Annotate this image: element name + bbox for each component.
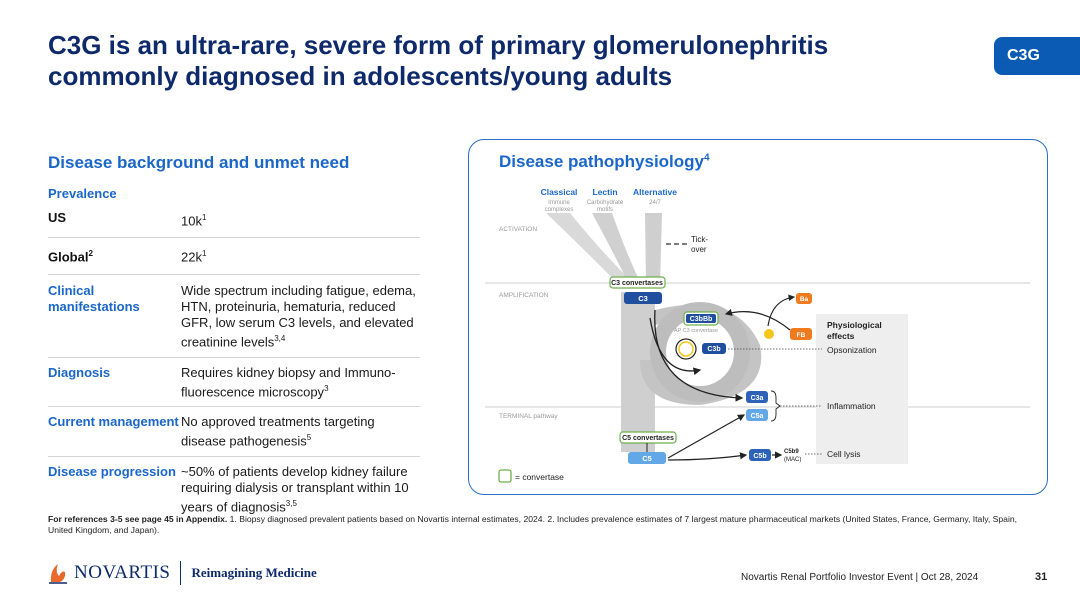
opsonization-label: Opsonization xyxy=(827,345,877,355)
inflammation-label: Inflammation xyxy=(827,401,876,411)
effects-title-2: effects xyxy=(827,331,855,341)
legend-convertase-swatch xyxy=(498,469,512,483)
global-value: 22k1 xyxy=(181,249,207,265)
footnote-text: 1. Biopsy diagnosed prevalent patients b… xyxy=(48,514,1018,535)
clinical-label: Clinical manifestations xyxy=(48,282,140,314)
footnote: For references 3-5 see page 45 in Append… xyxy=(48,514,1038,536)
c3-convertase-box xyxy=(609,276,666,289)
logo-separator xyxy=(180,561,182,585)
management-value: No approved treatments targeting disease… xyxy=(181,414,375,449)
novartis-flame-icon xyxy=(49,564,67,584)
classical-flow xyxy=(546,213,632,288)
pathway-classical: Classical xyxy=(541,187,578,197)
c5-to-c5b-arrow xyxy=(667,452,748,461)
table-row: US 10k1 xyxy=(48,207,420,239)
footnote-reference-note: For references 3-5 see page 45 in Append… xyxy=(48,514,228,524)
legend-convertase-label: = convertase xyxy=(515,472,564,482)
tickover-label-2: over xyxy=(691,245,707,254)
global-label: Global2 xyxy=(48,249,93,265)
effects-column xyxy=(816,314,908,464)
tickover-label-1: Tick- xyxy=(691,235,708,244)
c5-convertase-box xyxy=(619,431,677,444)
table-row: Global2 22k1 xyxy=(48,238,420,275)
c3b-to-c3a-arrow xyxy=(654,309,744,402)
diagnosis-label: Diagnosis xyxy=(48,364,111,380)
c5-convertases-label: C5 convertases xyxy=(622,435,674,442)
c3bbb-badge xyxy=(686,314,716,323)
c3-convertases-label: C3 convertases xyxy=(611,280,663,287)
table-row: Current management No approved treatment… xyxy=(48,407,420,457)
logo-brand: NOVARTIS xyxy=(74,562,171,583)
diagnosis-value: Requires kidney biopsy and Immuno-fluore… xyxy=(181,364,396,400)
pathway-lectin-sub1: Carbohydrate xyxy=(587,200,624,206)
alternative-flow xyxy=(645,213,662,285)
us-value: 10k1 xyxy=(181,213,207,229)
progression-value: ~50% of patients develop kidney failure … xyxy=(181,463,409,514)
fb-to-c3bbb-arrow xyxy=(724,308,791,331)
pathway-lectin-sub2: motifs xyxy=(597,207,613,213)
pathway-classical-sub1: Immune xyxy=(548,200,570,206)
prevalence-label: Prevalence xyxy=(48,186,117,201)
c3-badge xyxy=(624,292,662,304)
c3bbb-label: C3bBb xyxy=(690,316,713,323)
c3-label: C3 xyxy=(638,294,648,303)
page-number: 31 xyxy=(1035,571,1048,583)
left-section-heading: Disease background and unmet need xyxy=(48,153,350,172)
c5a-label: C5a xyxy=(751,413,764,420)
ba-badge xyxy=(796,293,812,304)
pathophysiology-panel xyxy=(468,139,1048,495)
c5-label: C5 xyxy=(642,454,652,463)
c3-to-c3b-arrow xyxy=(649,317,702,376)
us-label: US xyxy=(48,210,67,225)
table-row: Disease progression ~50% of patients dev… xyxy=(48,457,420,521)
pathway-alternative-sub1: 24/7 xyxy=(649,200,661,206)
c5-badge xyxy=(628,452,666,464)
fb-badge xyxy=(790,328,812,340)
novartis-logo: NOVARTIS Reimagining Medicine xyxy=(48,560,317,586)
disease-background-table: Prevalence US 10k1 Global2 22k1 Clinical… xyxy=(48,186,420,521)
logo-tagline: Reimagining Medicine xyxy=(191,565,317,580)
c3b-label: C3b xyxy=(707,346,720,353)
c3a-badge xyxy=(746,391,768,403)
pathway-classical-sub2: complexes xyxy=(545,207,574,213)
c5-to-c5a-arrow xyxy=(667,414,746,459)
effects-title-1: Physiological xyxy=(827,320,882,330)
progression-label: Disease progression xyxy=(48,463,176,479)
c3a-label: C3a xyxy=(751,395,764,402)
page-title: C3G is an ultra-rare, severe form of pri… xyxy=(48,30,829,91)
amplification-label: AMPLIFICATION xyxy=(499,292,549,299)
loop-ring xyxy=(650,302,750,402)
cell-lysis-label: Cell lysis xyxy=(827,449,861,459)
ba-label: Ba xyxy=(800,296,809,303)
pathway-alternative: Alternative xyxy=(633,187,677,197)
clinical-value: Wide spectrum including fatigue, edema, … xyxy=(181,282,416,349)
event-footer: Novartis Renal Portfolio Investor Event … xyxy=(741,572,979,583)
management-label: Current management xyxy=(48,414,179,430)
c3b-badge xyxy=(702,343,726,354)
lectin-flow xyxy=(592,213,640,286)
c3a-c5a-bracket xyxy=(770,390,781,422)
c3b-cell-inner-icon xyxy=(678,341,694,357)
c5a-badge xyxy=(746,409,768,421)
pathway-lectin: Lectin xyxy=(592,187,617,197)
table-row: Clinical manifestations Wide spectrum in… xyxy=(48,275,420,358)
terminal-label: TERMINAL pathway xyxy=(499,413,558,420)
activation-label: ACTIVATION xyxy=(499,226,537,233)
factor-d-icon xyxy=(764,329,774,339)
ba-release-arrow xyxy=(767,294,796,327)
table-row: Diagnosis Requires kidney biopsy and Imm… xyxy=(48,358,420,408)
c5b-label: C5b xyxy=(753,453,766,460)
panel-heading: Disease pathophysiology4 xyxy=(499,152,710,171)
ap-convertase-label: AP C3 convertase xyxy=(674,328,718,334)
section-tag: C3G xyxy=(994,37,1080,75)
fb-label: FB xyxy=(797,332,806,339)
c5b9-label: C5b9 xyxy=(784,449,799,455)
c5b-badge xyxy=(749,449,771,461)
mac-label: (MAC) xyxy=(784,457,801,463)
